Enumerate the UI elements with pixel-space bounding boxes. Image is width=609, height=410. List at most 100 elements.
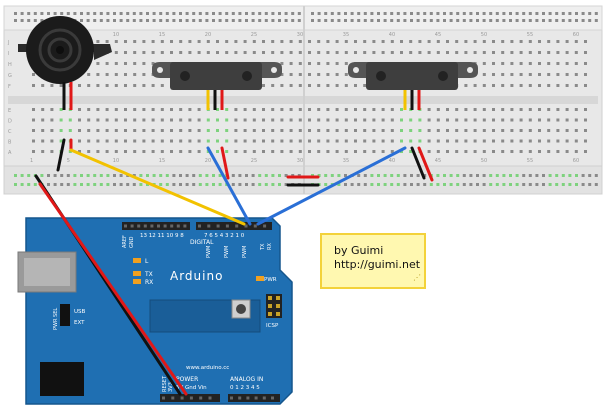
breadboard-hole [390, 12, 394, 15]
breadboard-hole [410, 12, 413, 15]
breadboard-hole [324, 174, 328, 177]
breadboard-hole [33, 183, 37, 186]
breadboard-hole [317, 108, 321, 111]
breadboard-hole [170, 150, 173, 153]
wire-red-sensor1 [220, 146, 230, 180]
breadboard-hole [436, 150, 440, 153]
column-number: 50 [481, 158, 487, 164]
breadboard-hole [308, 129, 311, 132]
pwm-label-1: PWM [206, 246, 212, 258]
author-note: by Guimi http://guimi.net ⋰ [320, 233, 426, 289]
breadboard-hole [510, 108, 514, 111]
breadboard-hole [337, 12, 341, 15]
breadboard-hole [234, 51, 238, 54]
breadboard-hole [197, 129, 201, 132]
breadboard-hole [390, 108, 394, 111]
breadboard-hole [258, 12, 262, 15]
sensor1-mount-left [157, 67, 163, 73]
breadboard-hole [243, 139, 247, 143]
breadboard-hole [510, 150, 514, 153]
digital-pin [157, 224, 160, 228]
breadboard-hole [409, 129, 413, 132]
breadboard-hole [556, 118, 560, 122]
column-number: 10 [113, 32, 119, 38]
breadboard-hole [280, 129, 284, 132]
breadboard-hole [335, 139, 339, 143]
breadboard-hole [455, 129, 459, 132]
breadboard-hole [354, 51, 357, 54]
breadboard-hole [501, 62, 505, 65]
breadboard-hole [326, 118, 330, 122]
digital-pin [183, 224, 187, 228]
breadboard-hole [252, 139, 256, 143]
breadboard-hole [416, 174, 420, 177]
breadboard-hole [427, 150, 431, 153]
row-letter: E [8, 108, 11, 114]
digital-header-right [196, 222, 272, 230]
breadboard-hole [509, 12, 512, 15]
breadboard-hole [502, 183, 506, 186]
breadboard-hole [152, 174, 156, 177]
breadboard-hole [510, 62, 514, 65]
breadboard-hole [519, 108, 523, 111]
breadboard-hole [354, 150, 357, 153]
digital-header-left [122, 222, 190, 230]
breadboard-hole [106, 183, 110, 186]
breadboard-hole [575, 12, 578, 15]
breadboard-hole [354, 40, 357, 43]
digital-pin [150, 224, 154, 228]
breadboard-hole [96, 129, 100, 132]
breadboard-hole [258, 174, 262, 177]
breadboard-hole [291, 12, 295, 15]
breadboard-hole [47, 12, 50, 15]
breadboard-hole [59, 84, 63, 87]
breadboard-hole [206, 139, 210, 143]
breadboard-hole [482, 139, 486, 143]
breadboard-hole [262, 129, 265, 132]
breadboard-hole [151, 108, 155, 111]
breadboard-hole [142, 118, 146, 122]
breadboard-hole [206, 129, 210, 132]
breadboard-hole [482, 73, 486, 76]
breadboard-hole [581, 174, 585, 177]
digital-numbers-a: 13 12 11 10 9 8 [140, 233, 184, 239]
bottom-pins [162, 396, 274, 400]
breadboard-hole [423, 183, 427, 186]
breadboard-hole [33, 12, 37, 15]
breadboard-hole [418, 139, 422, 143]
breadboard-hole [363, 40, 367, 43]
column-number: 20 [205, 158, 211, 164]
breadboard-hole [170, 51, 173, 54]
breadboard-hole [252, 51, 256, 54]
breadboard-hole [225, 108, 229, 111]
breadboard-hole [492, 150, 495, 153]
breadboard-hole [133, 108, 137, 111]
breadboard-hole [142, 40, 146, 43]
breadboard-hole [547, 118, 551, 122]
breadboard-hole [473, 129, 477, 132]
breadboard-hole [326, 108, 330, 111]
breadboard-hole [142, 139, 146, 143]
breadboard-hole [234, 118, 238, 122]
breadboard-hole [114, 84, 118, 87]
breadboard-hole [114, 62, 118, 65]
breadboard-hole [78, 118, 81, 122]
breadboard-hole [519, 51, 523, 54]
breadboard-hole [501, 51, 505, 54]
breadboard-hole [565, 73, 569, 76]
breadboard-hole [264, 174, 268, 177]
breadboard-hole [133, 84, 137, 87]
breadboard-hole [87, 139, 91, 143]
breadboard-hole [27, 183, 31, 186]
breadboard-hole [492, 62, 495, 65]
column-number: 45 [435, 32, 441, 38]
breadboard-hole [455, 108, 459, 111]
breadboard-hole [473, 139, 477, 143]
breadboard-hole [588, 12, 592, 15]
breadboard-hole [216, 108, 219, 111]
breadboard-hole [476, 174, 479, 177]
breadboard-hole [489, 174, 493, 177]
breadboard-hole [400, 139, 403, 143]
breadboard-hole [172, 19, 176, 22]
breadboard-hole [198, 183, 202, 186]
